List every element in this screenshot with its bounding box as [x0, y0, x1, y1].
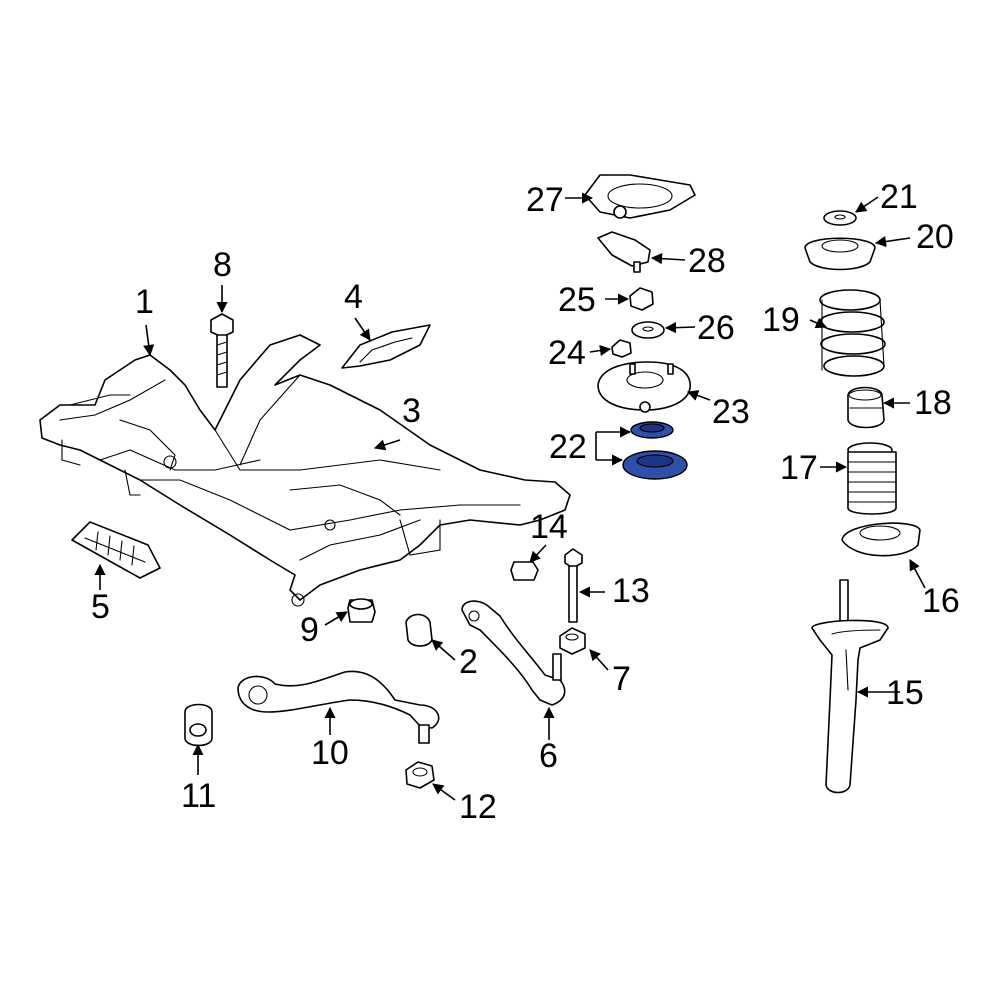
nut	[559, 627, 586, 655]
callout-15: 15	[886, 674, 924, 712]
subframe-bolt	[210, 313, 234, 388]
callout-11: 11	[181, 777, 216, 815]
callout-20: 20	[916, 218, 954, 256]
callout-23: 23	[712, 393, 750, 431]
strut-mount-cover	[584, 174, 696, 219]
callout-4: 4	[344, 278, 363, 316]
callout-10: 10	[311, 734, 349, 772]
bump-stop	[847, 386, 885, 429]
callout-2: 2	[459, 643, 478, 681]
callout-27: 27	[526, 181, 564, 219]
bushing-nut	[347, 598, 376, 623]
callout-21: 21	[880, 178, 918, 216]
strut-mount-spacer-set	[622, 421, 688, 480]
bolt	[564, 548, 583, 623]
callout-22: 22	[549, 428, 587, 466]
callout-16: 16	[922, 582, 960, 620]
callout-18: 18	[914, 384, 952, 422]
callout-25: 25	[558, 281, 596, 319]
callout-7: 7	[612, 660, 631, 698]
heat-shield	[341, 324, 431, 369]
skid-plate	[71, 521, 161, 579]
callout-14: 14	[530, 508, 568, 546]
spring-seat	[804, 237, 876, 271]
callout-3: 3	[402, 392, 421, 430]
callout-8: 8	[213, 246, 232, 284]
nut	[510, 561, 539, 581]
control-arm	[237, 670, 440, 744]
dust-boot	[847, 442, 897, 515]
callout-9: 9	[300, 611, 319, 649]
callout-17: 17	[780, 449, 818, 487]
callout-labels: 1 2 3 4 5 6 7 8 9 10 11 12 13 14 15 16 1…	[91, 178, 960, 826]
callout-28: 28	[688, 242, 726, 280]
nut	[611, 339, 632, 358]
callout-12: 12	[459, 788, 497, 826]
callout-6: 6	[539, 737, 558, 775]
callout-24: 24	[548, 334, 586, 372]
nut	[629, 287, 654, 311]
tension-strut	[461, 600, 566, 706]
washer	[631, 321, 665, 339]
callout-19: 19	[762, 301, 800, 339]
spring-pad	[841, 522, 921, 557]
control-arm-bushing	[184, 703, 213, 747]
callout-13: 13	[612, 572, 650, 610]
front-subframe	[39, 334, 571, 607]
sensor	[597, 231, 651, 273]
cover	[405, 613, 433, 647]
leader-lines	[94, 192, 926, 801]
strut-mount	[597, 361, 691, 413]
nut	[405, 761, 435, 789]
callout-26: 26	[697, 309, 735, 347]
callout-1: 1	[135, 283, 154, 321]
washer	[823, 210, 857, 226]
callout-5: 5	[91, 588, 110, 626]
strut-assembly	[811, 579, 889, 794]
coil-spring	[819, 289, 886, 377]
